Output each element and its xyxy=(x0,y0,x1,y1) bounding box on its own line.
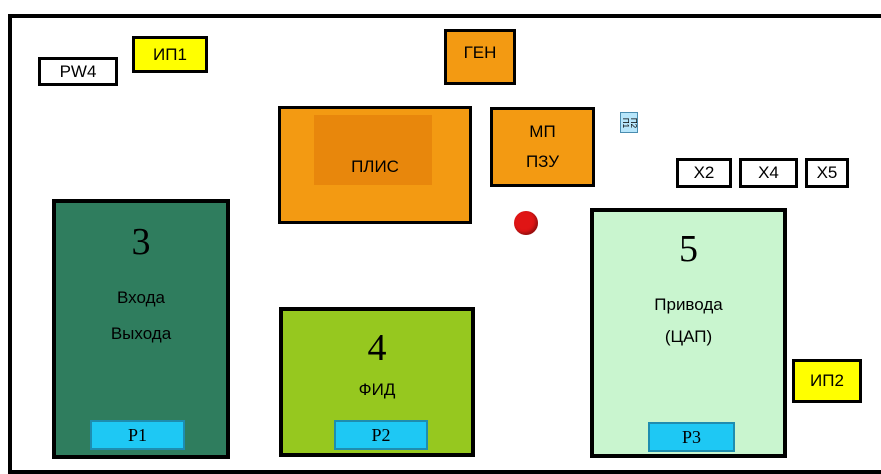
pw4-box: PW4 xyxy=(38,57,118,86)
p2-tab: P2 xyxy=(334,420,428,450)
x2-label: X2 xyxy=(693,163,715,182)
p3-label: P3 xyxy=(681,426,701,447)
ip1-box: ИП1 xyxy=(132,36,208,73)
p3-tab: P3 xyxy=(648,422,735,452)
ip2-box: ИП2 xyxy=(792,359,862,403)
block-5-number: 5 xyxy=(679,228,698,270)
block-3-io: 3 Входа Выхода xyxy=(52,199,230,459)
pzu-label: ПЗУ xyxy=(525,152,560,171)
block-5-line1: Привода xyxy=(654,295,723,314)
plis-label: ПЛИС xyxy=(351,157,399,176)
plis-box: ПЛИС xyxy=(278,106,472,224)
ip1-label: ИП1 xyxy=(153,44,187,64)
block-3-line2: Выхода xyxy=(110,324,172,343)
p2-label: P2 xyxy=(371,424,391,445)
block-4-number: 4 xyxy=(367,327,387,369)
mp-pzu-box: МП ПЗУ xyxy=(490,107,595,187)
block-4-line1: ФИД xyxy=(358,380,396,399)
x5-connector: X5 xyxy=(805,158,849,188)
block-3-number: 3 xyxy=(131,221,151,263)
block-5-line2: (ЦАП) xyxy=(664,327,713,346)
gen-box: ГЕН xyxy=(444,29,516,85)
mp-label: МП xyxy=(529,122,556,141)
p1-tab: P1 xyxy=(90,420,185,450)
jumper-box: П2 П1 xyxy=(620,112,638,133)
pw4-label: PW4 xyxy=(59,61,97,81)
plis-inner-shade xyxy=(314,115,432,185)
block-3-line1: Входа xyxy=(117,288,165,307)
x4-connector: X4 xyxy=(739,158,798,188)
x4-label: X4 xyxy=(758,163,779,182)
x2-connector: X2 xyxy=(676,158,732,188)
gen-label: ГЕН xyxy=(463,43,497,62)
red-indicator-dot xyxy=(514,211,538,235)
p1-label: P1 xyxy=(127,424,147,445)
x5-label: X5 xyxy=(816,163,838,182)
ip2-label: ИП2 xyxy=(810,371,844,390)
block-5-drive: 5 Привода (ЦАП) xyxy=(590,208,787,458)
jumper-label: П2 П1 xyxy=(620,117,638,128)
